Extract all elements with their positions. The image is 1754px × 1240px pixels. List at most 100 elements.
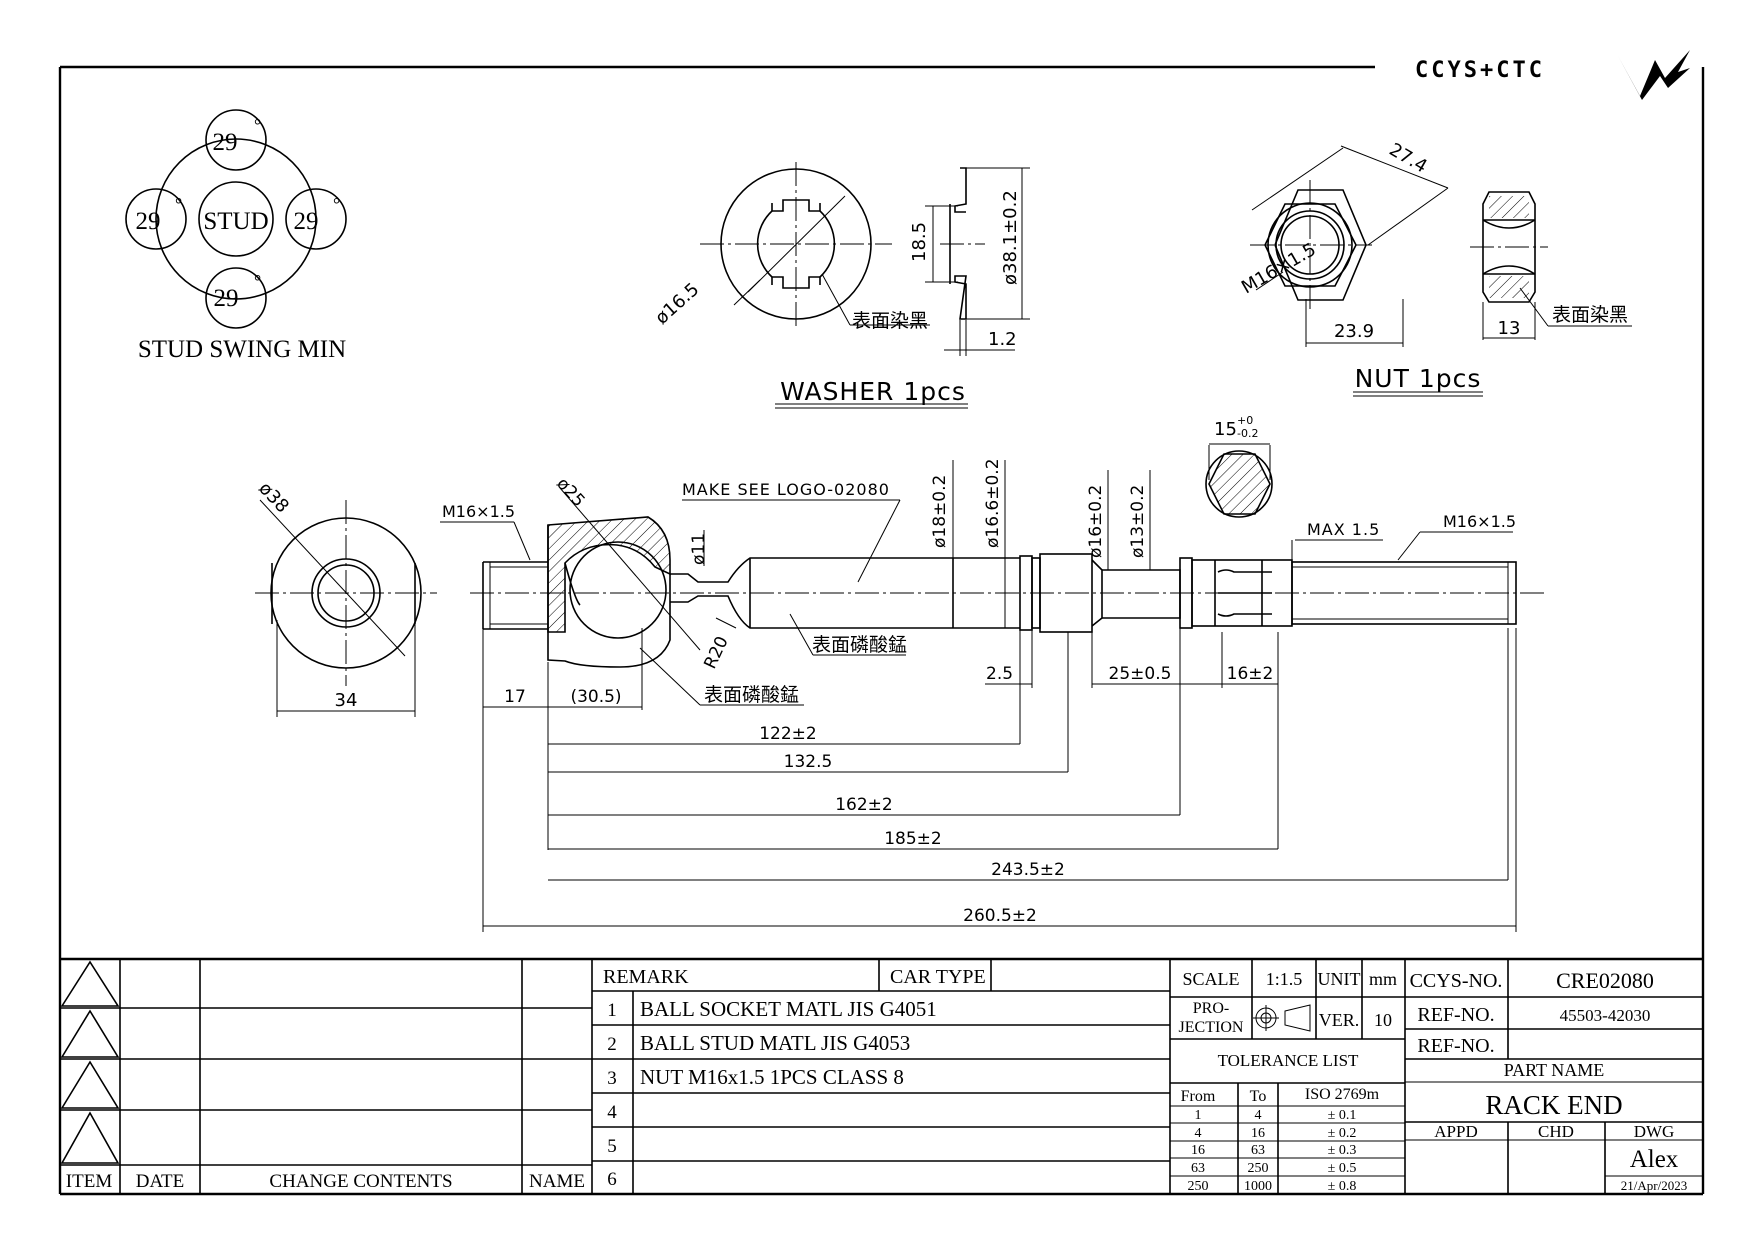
dim-30-5: (30.5) [570, 687, 621, 707]
projection-label-1: PRO- [1193, 1000, 1229, 1017]
tol-row: 250 1000 ± 0.8 [1188, 1179, 1357, 1194]
dim-243-5: 243.5±2 [991, 860, 1065, 880]
swing-center-label: STUD [203, 208, 268, 235]
ver-value: 10 [1374, 1010, 1392, 1030]
tol-value: ± 0.3 [1328, 1143, 1357, 1158]
main-dimensions: M16×1.5 ø25 MAKE SEE LOGO-02080 ø11 R20 … [440, 458, 1517, 932]
tol-value: ± 0.5 [1328, 1161, 1357, 1176]
collar-dia-13-dim: ø13±0.2 [1128, 485, 1148, 558]
ref-no-label-1: REF-NO. [1417, 1004, 1494, 1026]
car-type-label: CAR TYPE [890, 966, 986, 988]
ref-no-value-1: 45503-42030 [1560, 1006, 1651, 1025]
washer-inner-dia: ø16.5 [651, 279, 703, 329]
washer-drawing: ø16.5 表面染黑 18.5 ø38.1±0.2 1.2 WASHER 1pc… [651, 162, 1030, 409]
dim-2-5: 2.5 [986, 664, 1013, 684]
end-view-dia: ø38 [254, 478, 292, 517]
swing-left-angle: 29 [136, 208, 161, 235]
tol-header-to: To [1250, 1088, 1267, 1105]
nut-thread-dim: M16×1.5 [1238, 239, 1320, 298]
rack-end-view: ø38 34 [254, 478, 437, 717]
remark-no: 6 [607, 1169, 617, 1190]
sheet-frame [58, 65, 1705, 1196]
dim-185: 185±2 [884, 829, 942, 849]
nut-caption: NUT 1pcs [1355, 364, 1482, 393]
tol-to: 16 [1251, 1126, 1265, 1141]
tol-from: 63 [1191, 1161, 1205, 1176]
remark-label: REMARK [603, 966, 689, 988]
ccys-no-value: CRE02080 [1556, 968, 1654, 993]
end-view-width: 34 [335, 690, 358, 711]
chd-label: CHD [1538, 1122, 1574, 1141]
remark-no: 2 [607, 1034, 617, 1055]
swing-right-angle: 29 [294, 208, 319, 235]
tol-header-iso: ISO 2769m [1305, 1086, 1380, 1103]
company-logo-text: CCYS+CTC [1415, 58, 1545, 83]
rod-surface-note: 表面磷酸錳 [812, 634, 907, 656]
remark-row: 4 [607, 1102, 617, 1123]
projection-label-2: JECTION [1179, 1019, 1244, 1036]
swing-degree-bottom: ° [254, 271, 261, 291]
neck-dia-dim: ø11 [689, 533, 709, 565]
rev-header-change: CHANGE CONTENTS [269, 1171, 452, 1192]
remark-row: 2 BALL STUD MATL JIS G4053 [607, 1031, 910, 1055]
washer-thickness-dim: 1.2 [988, 329, 1017, 350]
dwg-by: Alex [1630, 1146, 1679, 1173]
tol-header-from: From [1181, 1088, 1216, 1105]
rev-header-item: ITEM [66, 1171, 113, 1192]
washer-surface-note: 表面染黑 [852, 310, 928, 332]
unit-value: mm [1369, 969, 1397, 989]
part-name-value: RACK END [1485, 1090, 1622, 1120]
swing-degree-right: ° [333, 194, 340, 214]
tol-value: ± 0.2 [1328, 1126, 1357, 1141]
tol-to: 4 [1255, 1108, 1262, 1123]
washer-slot-dim: 18.5 [909, 222, 930, 262]
remark-text: NUT M16x1.5 1PCS CLASS 8 [640, 1065, 904, 1089]
remark-row: 1 BALL SOCKET MATL JIS G4051 [607, 997, 937, 1021]
swing-degree-top: ° [254, 115, 261, 135]
scale-label: SCALE [1182, 969, 1239, 989]
dim-25: 25±0.5 [1109, 664, 1172, 684]
thread-left-dim: M16×1.5 [442, 502, 515, 521]
remark-no: 5 [607, 1136, 617, 1157]
tol-row: 16 63 ± 0.3 [1191, 1143, 1356, 1158]
remark-row: 6 [607, 1169, 617, 1190]
thread-right-dim: M16×1.5 [1443, 512, 1516, 531]
tol-value: ± 0.8 [1328, 1179, 1357, 1194]
hex-tol-down: -0.2 [1237, 427, 1258, 440]
scale-value: 1:1.5 [1266, 969, 1303, 989]
nut-corner-dim: 27.4 [1386, 139, 1431, 177]
rev-header-name: NAME [529, 1171, 585, 1192]
dim-162: 162±2 [835, 795, 893, 815]
logo-mark-icon [1618, 50, 1690, 100]
tol-to: 63 [1251, 1143, 1265, 1158]
tol-value: ± 0.1 [1328, 1108, 1357, 1123]
dim-260-5: 260.5±2 [963, 906, 1037, 926]
swing-top-angle: 29 [213, 129, 238, 156]
part-name-label: PART NAME [1504, 1060, 1604, 1080]
nut-drawing: 27.4 M16×1.5 23.9 13 表面染黑 NUT 1pcs [1238, 139, 1632, 397]
remark-no: 3 [607, 1068, 617, 1089]
dim-16: 16±2 [1227, 664, 1274, 684]
rev-header-date: DATE [136, 1171, 185, 1192]
nut-height-dim: 13 [1498, 318, 1521, 339]
dim-122: 122±2 [759, 724, 817, 744]
tol-from: 4 [1195, 1126, 1202, 1141]
projection-symbol-icon [1253, 1004, 1311, 1032]
tol-row: 1 4 ± 0.1 [1195, 1108, 1357, 1123]
ccys-no-label: CCYS-NO. [1410, 970, 1503, 992]
nut-flat-dim: 23.9 [1334, 321, 1374, 342]
remark-text: BALL SOCKET MATL JIS G4051 [640, 997, 937, 1021]
dim-17: 17 [504, 687, 526, 707]
revision-triangle-icon [60, 960, 120, 1164]
remark-no: 4 [607, 1102, 617, 1123]
appd-label: APPD [1434, 1122, 1477, 1141]
tol-to: 250 [1248, 1161, 1269, 1176]
dwg-label: DWG [1634, 1122, 1675, 1141]
tol-row: 4 16 ± 0.2 [1195, 1126, 1357, 1141]
company-logo: CCYS+CTC [1415, 50, 1690, 100]
hex-width-dim: 15 [1214, 419, 1237, 440]
socket-surface-note: 表面磷酸錳 [704, 684, 799, 706]
rod-dia-16-6-dim: ø16.6±0.2 [983, 458, 1003, 548]
rod-dia-18-dim: ø18±0.2 [930, 475, 950, 548]
collar-dia-16-dim: ø16±0.2 [1086, 485, 1106, 558]
